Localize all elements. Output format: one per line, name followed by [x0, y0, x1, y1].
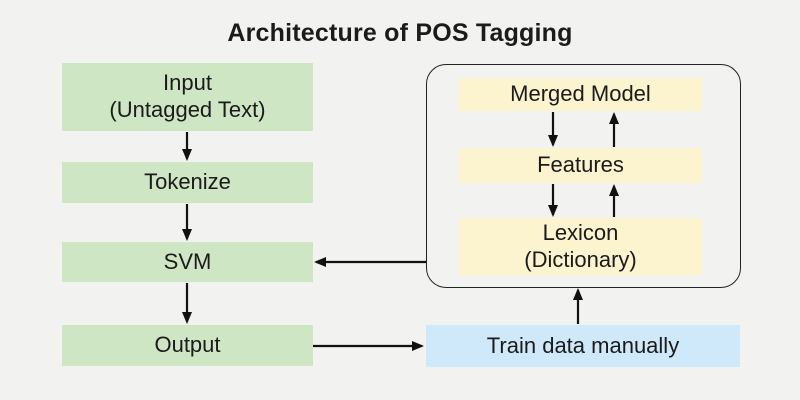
node-svm: SVM: [62, 242, 313, 282]
node-merged-model: Merged Model: [459, 78, 702, 111]
node-input: Input (Untagged Text): [62, 63, 313, 131]
node-output: Output: [62, 325, 313, 366]
node-features: Features: [459, 148, 702, 183]
model-group-container: [426, 64, 741, 288]
node-lexicon: Lexicon (Dictionary): [459, 218, 702, 275]
node-tokenize: Tokenize: [62, 162, 313, 203]
diagram-title: Architecture of POS Tagging: [227, 19, 573, 47]
node-train-data: Train data manually: [426, 325, 740, 367]
